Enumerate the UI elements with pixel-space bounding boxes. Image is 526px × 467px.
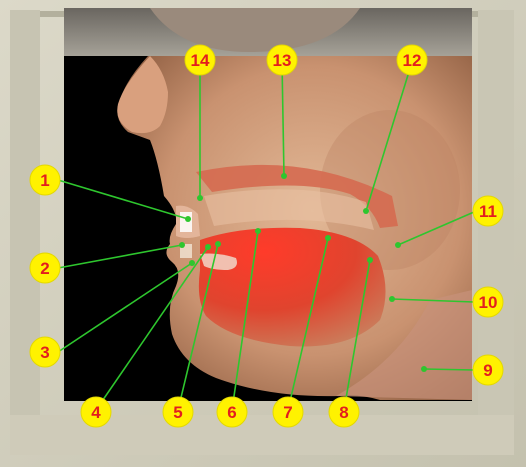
marker-12-label: 12 [403,51,422,70]
endpoint-10 [389,296,395,302]
marker-11: 11 [473,196,503,226]
endpoint-14 [197,195,203,201]
marker-8-label: 8 [339,403,348,422]
endpoint-1 [185,216,191,222]
marker-14-label: 14 [191,51,210,70]
marker-1-label: 1 [40,171,49,190]
marker-3: 3 [30,337,60,367]
endpoint-9 [421,366,427,372]
endpoint-13 [281,173,287,179]
marker-7: 7 [273,397,303,427]
marker-7-label: 7 [283,403,292,422]
leader-line-9 [424,369,474,370]
marker-4-label: 4 [91,403,101,422]
endpoint-8 [367,257,373,263]
endpoint-7 [325,235,331,241]
marker-10-label: 10 [479,293,498,312]
endpoint-6 [255,228,261,234]
marker-3-label: 3 [40,343,49,362]
marker-14: 14 [185,45,215,75]
marker-4: 4 [81,397,111,427]
marker-13-label: 13 [273,51,292,70]
marker-5-label: 5 [173,403,182,422]
marker-1: 1 [30,165,60,195]
marker-6: 6 [217,397,247,427]
endpoint-3 [189,260,195,266]
marker-5: 5 [163,397,193,427]
marker-2-label: 2 [40,259,49,278]
marker-8: 8 [329,397,359,427]
marker-9: 9 [473,355,503,385]
marker-2: 2 [30,253,60,283]
endpoint-12 [363,208,369,214]
endpoint-11 [395,242,401,248]
frame-left-bevel [10,10,40,450]
marker-9-label: 9 [483,361,492,380]
marker-10: 10 [473,287,503,317]
marker-12: 12 [397,45,427,75]
endpoint-4 [205,244,211,250]
marker-13: 13 [267,45,297,75]
endpoint-2 [179,242,185,248]
marker-11-label: 11 [479,202,497,221]
marker-6-label: 6 [227,403,236,422]
endpoint-5 [215,241,221,247]
upper-teeth [180,212,192,232]
